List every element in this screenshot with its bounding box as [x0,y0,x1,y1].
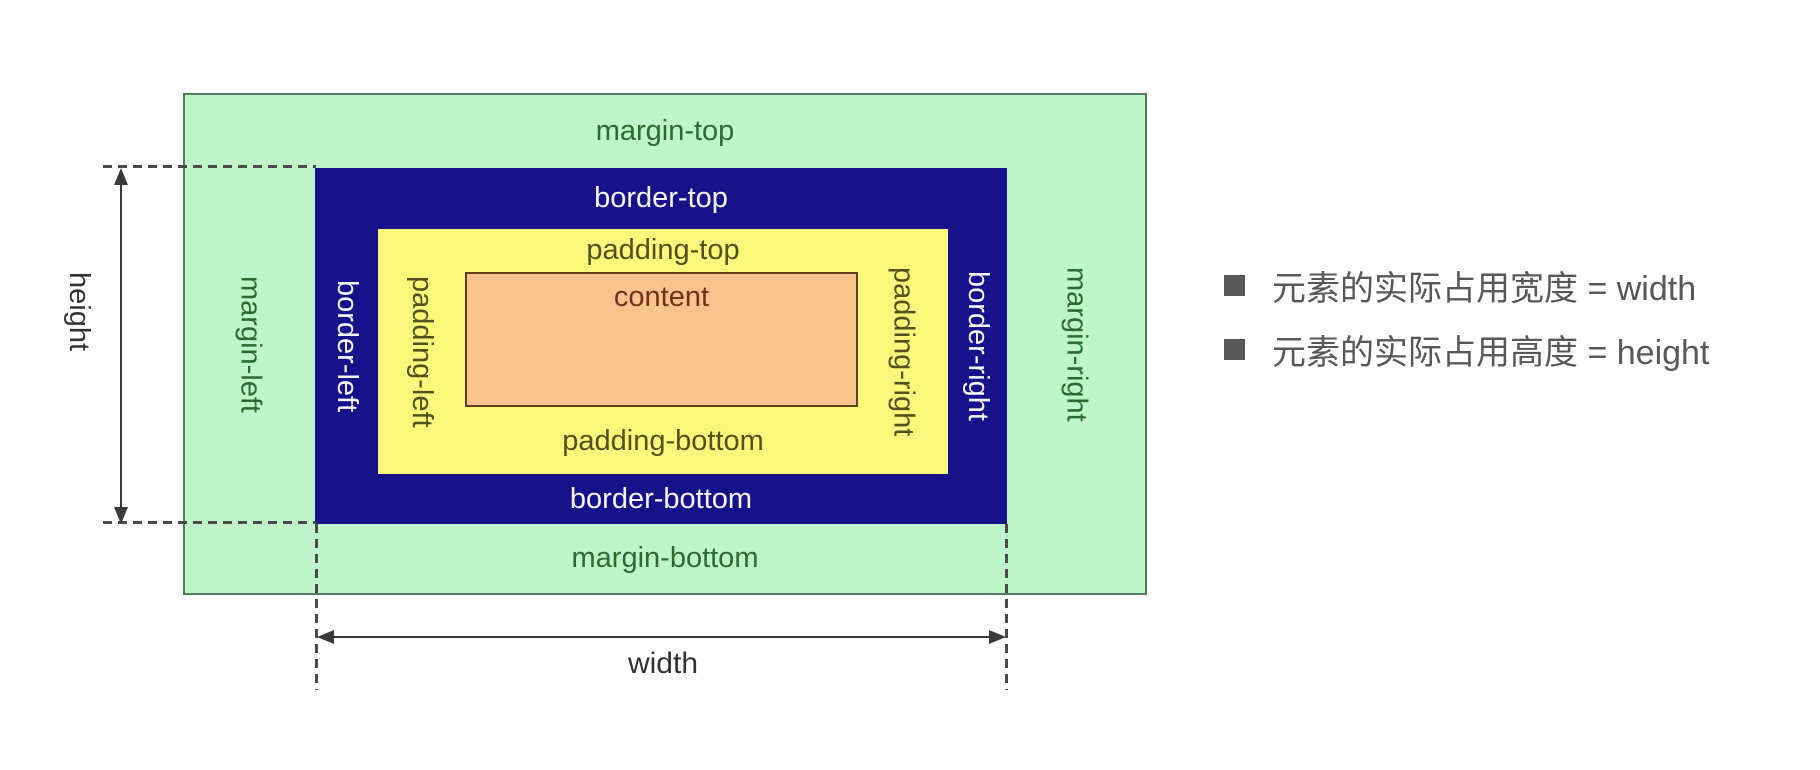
dashed-guide-left [315,524,318,690]
border-right-area: border-right [948,168,1007,524]
content-box: content [465,272,858,407]
margin-bottom-label: margin-bottom [571,542,759,574]
width-label: width [627,647,699,680]
note-item: 元素的实际占用高度 = height [1224,326,1709,372]
dashed-guide-bottom [103,521,316,524]
margin-box: margin-top margin-bottom margin-left mar… [183,93,1147,595]
padding-box: padding-top padding-bottom padding-left … [378,229,948,474]
border-right-label: border-right [962,271,994,421]
padding-left-label: padding-left [406,275,438,428]
height-arrowhead-bottom-icon [114,507,128,524]
margin-left-label: margin-left [234,275,267,413]
width-arrow-line [330,636,992,638]
dashed-guide-right [1005,524,1008,690]
note-item: 元素的实际占用宽度 = width [1224,262,1696,308]
note-text-height: 元素的实际占用高度 = height [1272,333,1710,372]
dashed-guide-top [103,165,316,168]
height-arrow-line [120,176,122,516]
border-top-label: border-top [594,182,728,214]
padding-bottom-label: padding-bottom [562,425,764,457]
height-arrowhead-top-icon [114,168,128,185]
border-left-area: border-left [315,168,378,524]
margin-left-area: margin-left [185,95,315,593]
border-box: border-top border-bottom border-left bor… [315,168,1007,524]
bullet-square-icon [1224,274,1245,296]
padding-right-label: padding-right [887,266,920,437]
bullet-square-icon [1224,338,1245,360]
padding-right-area: padding-right [858,229,948,474]
width-arrowhead-right-icon [989,630,1006,644]
margin-right-area: margin-right [1007,95,1145,593]
width-arrowhead-left-icon [317,630,334,644]
content-label: content [613,281,710,313]
note-text-width: 元素的实际占用宽度 = width [1272,269,1697,308]
margin-right-label: margin-right [1060,266,1093,422]
height-label: height [63,272,95,352]
border-bottom-label: border-bottom [569,482,753,515]
border-left-label: border-left [331,279,363,413]
padding-left-area: padding-left [378,229,465,474]
padding-top-label: padding-top [586,234,740,266]
margin-top-label: margin-top [595,115,735,147]
